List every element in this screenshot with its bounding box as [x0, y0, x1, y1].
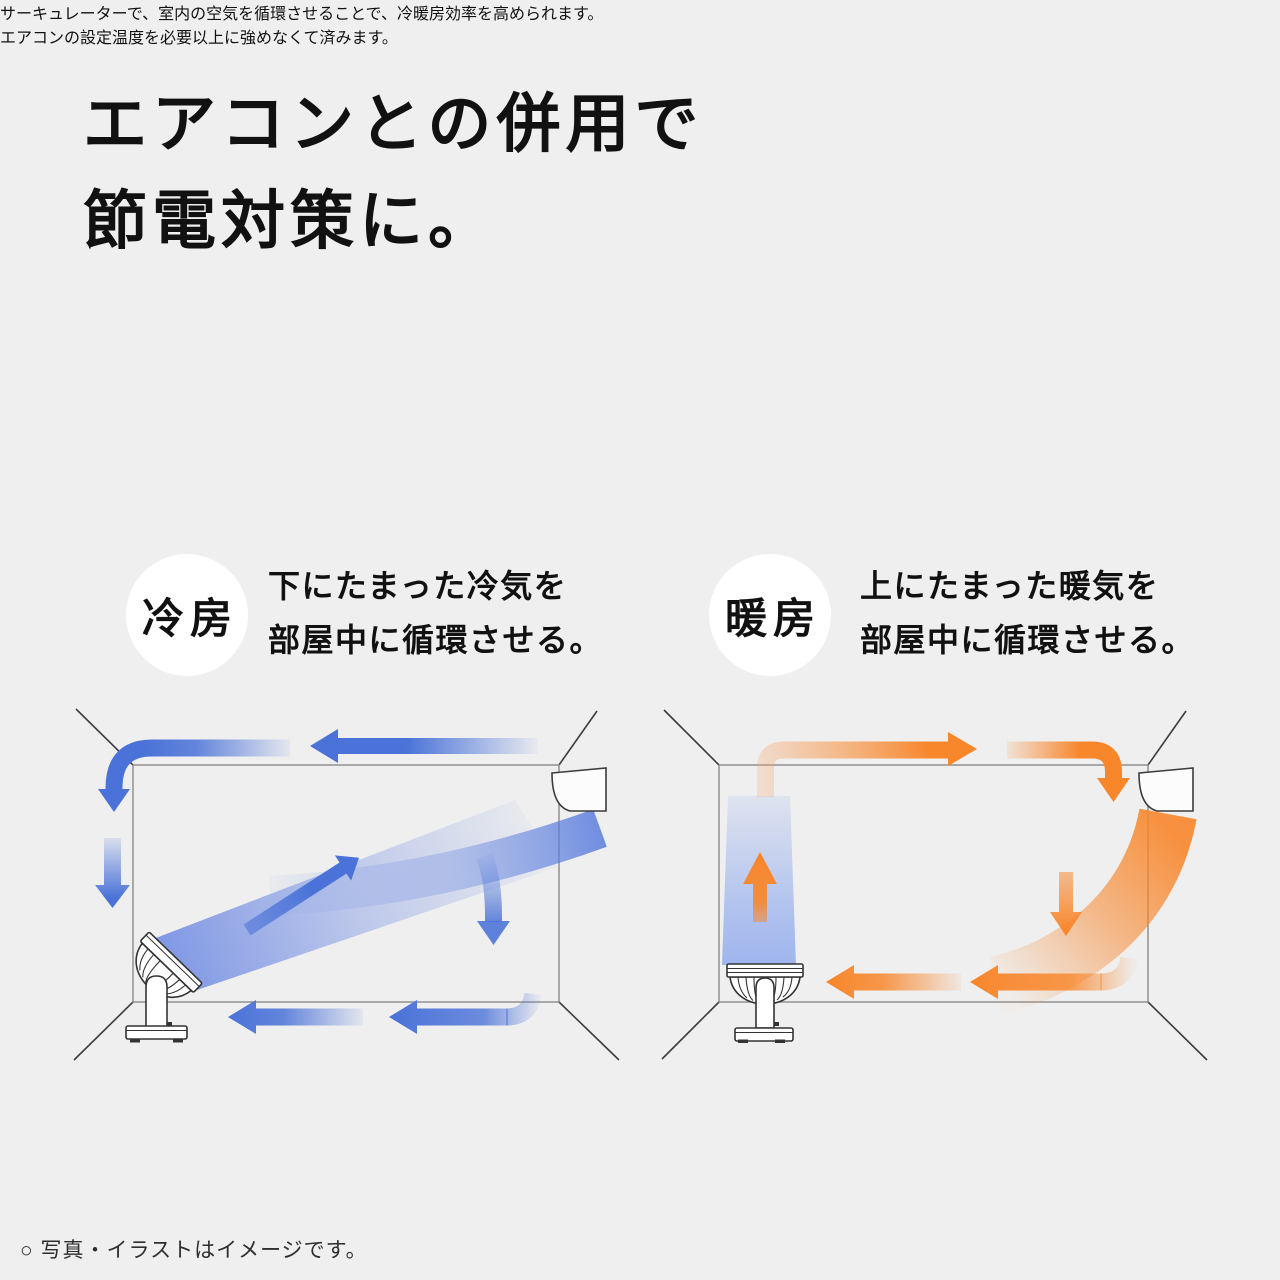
perspective-lines — [661, 709, 1208, 1061]
page-title: エアコンとの併用で 節電対策に。 — [83, 76, 703, 270]
intro-line-1: サーキュレーターで、室内の空気を循環させることで、冷暖房効率を高められます。 — [0, 6, 604, 23]
circulator-up-arrow — [743, 852, 777, 922]
circulator-beam-arrow — [243, 855, 359, 936]
circulator-stand — [145, 975, 168, 1029]
circulator-stand — [755, 977, 775, 1029]
cooling-room-diagram — [73, 708, 620, 1061]
circulator — [726, 963, 804, 1043]
ceiling-airflow-arrow-2 — [1007, 741, 1130, 802]
air-conditioner — [1138, 767, 1194, 812]
heating-caption: 上にたまった暖気を 部屋中に循環させる。 — [860, 559, 1195, 667]
heating-badge: 暖房 — [709, 554, 831, 676]
air-conditioner — [551, 767, 607, 812]
page-title-line-1: エアコンとの併用で — [83, 88, 704, 160]
circulator-base — [734, 1027, 794, 1042]
circulator-airflow-beam — [148, 800, 558, 990]
heating-caption-line-2: 部屋中に循環させる。 — [860, 622, 1196, 658]
room-outline — [132, 764, 560, 1003]
ceiling-airflow-arrow — [310, 729, 538, 763]
cooling-caption-line-2: 部屋中に循環させる。 — [268, 622, 604, 658]
ac-beam-down-arrow — [1050, 872, 1082, 936]
left-wall-airflow-arrows — [95, 739, 290, 908]
circulator — [125, 931, 203, 1043]
circulator-head — [726, 963, 804, 978]
intro-line-2: エアコンの設定温度を必要以上に強めなくて済みます。 — [0, 30, 398, 47]
disclaimer-note: ○ 写真・イラストはイメージです。 — [20, 1239, 368, 1262]
page-title-line-2: 節電対策に。 — [83, 185, 497, 257]
cooling-caption-line-1: 下にたまった冷気を — [268, 568, 568, 604]
right-wall-airflow-arrow — [476, 852, 510, 945]
cooling-caption: 下にたまった冷気を 部屋中に循環させる。 — [268, 559, 603, 667]
floor-airflow-arrows — [228, 992, 542, 1034]
heating-badge-label: 暖房 — [724, 594, 821, 642]
floor-airflow-arrows — [826, 956, 1138, 999]
heating-room-diagram — [661, 709, 1208, 1061]
ceiling-airflow-arrow-1 — [757, 732, 977, 797]
cooling-badge: 冷房 — [126, 554, 248, 676]
circulator-base — [125, 1025, 188, 1040]
ac-airflow-beam — [989, 808, 1197, 1014]
cooling-badge-label: 冷房 — [141, 594, 238, 642]
heating-caption-line-1: 上にたまった暖気を — [860, 568, 1160, 604]
